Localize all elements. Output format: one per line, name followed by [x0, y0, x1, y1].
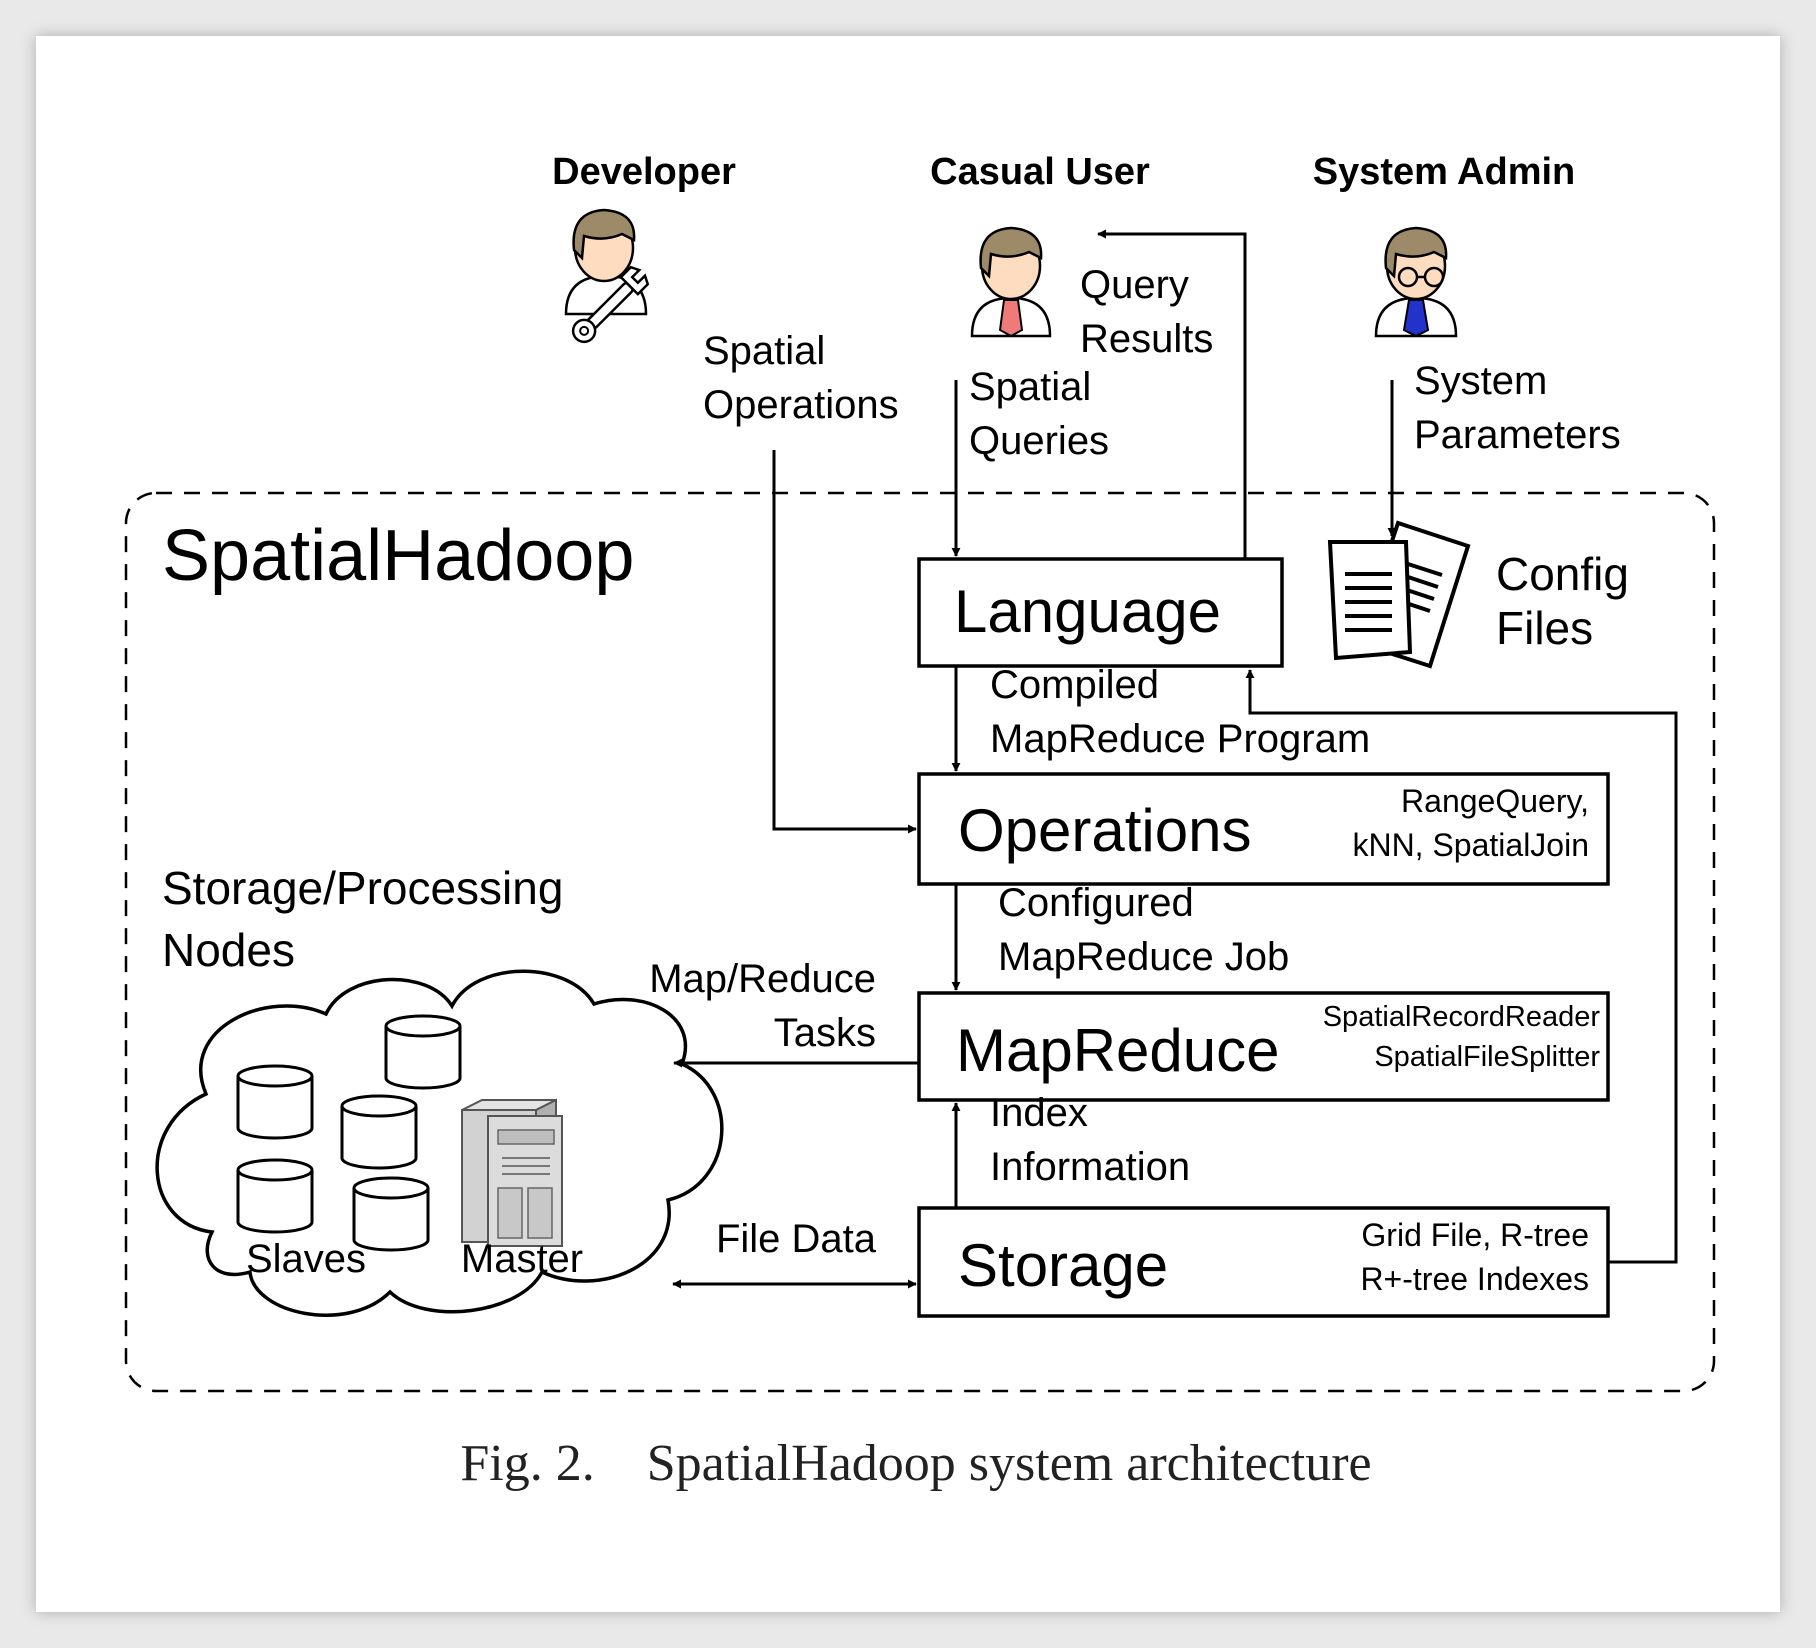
compiled-program-label-2: MapReduce Program — [990, 717, 1370, 761]
system-admin-label: System Admin — [1313, 151, 1576, 193]
casual-user-label: Casual User — [930, 151, 1150, 193]
spatial-operations-label-1: Spatial — [703, 329, 825, 373]
architecture-diagram: Developer Casual User System Admin — [124, 151, 1716, 1492]
query-results-label-2: Results — [1080, 317, 1213, 361]
map-reduce-tasks-label-2: Tasks — [774, 1011, 876, 1055]
disk-icon — [236, 1064, 314, 1140]
spatialhadoop-boundary — [124, 491, 1716, 1393]
operations-detail-1: RangeQuery, — [1401, 783, 1589, 819]
config-files-label-1: Config — [1496, 548, 1629, 600]
slave-node-disks — [236, 1014, 462, 1252]
wrench-icon — [571, 265, 650, 344]
configured-job-label-1: Configured — [998, 881, 1194, 925]
spatial-queries-label-2: Queries — [969, 419, 1109, 463]
developer-label: Developer — [552, 151, 736, 193]
query-results-arrow — [1097, 229, 1247, 559]
config-files-label-2: Files — [1496, 602, 1593, 654]
operations-label: Operations — [958, 797, 1252, 864]
developer-icon — [564, 208, 650, 344]
storage-feedback-arrow — [1245, 669, 1678, 1264]
glasses-icon — [1397, 266, 1445, 288]
configured-job-label-2: MapReduce Job — [998, 935, 1289, 979]
system-title: SpatialHadoop — [162, 516, 634, 596]
storage-detail-1: Grid File, R-tree — [1361, 1217, 1589, 1253]
operations-detail-2: kNN, SpatialJoin — [1352, 827, 1589, 863]
storage-detail-2: R+-tree Indexes — [1360, 1261, 1589, 1297]
system-parameters-label-2: Parameters — [1414, 413, 1621, 457]
cluster-title-1: Storage/Processing — [162, 862, 563, 914]
query-results-label-1: Query — [1080, 263, 1189, 307]
mapreduce-box: MapReduce SpatialRecordReader SpatialFil… — [917, 991, 1610, 1102]
slaves-label: Slaves — [246, 1237, 366, 1281]
language-box: Language — [917, 557, 1284, 668]
compiled-program-label-1: Compiled — [990, 663, 1159, 707]
figure-page: Developer Casual User System Admin — [36, 36, 1780, 1612]
spatial-operations-arrow — [772, 450, 917, 834]
cluster-title-2: Nodes — [162, 924, 295, 976]
mapreduce-detail-2: SpatialFileSplitter — [1374, 1041, 1600, 1073]
disk-icon — [352, 1176, 430, 1252]
system-parameters-label-1: System — [1414, 359, 1547, 403]
disk-icon — [340, 1094, 418, 1170]
config-files-icon — [1327, 520, 1471, 669]
file-data-label: File Data — [716, 1217, 877, 1261]
figure-caption: Fig. 2. SpatialHadoop system architectur… — [460, 1435, 1371, 1492]
spatial-queries-label-1: Spatial — [969, 365, 1091, 409]
master-label: Master — [461, 1237, 583, 1281]
operations-box: Operations RangeQuery, kNN, SpatialJoin — [917, 772, 1610, 886]
master-server-icon — [461, 1098, 563, 1247]
index-information-label-1: Index — [990, 1091, 1088, 1135]
mapreduce-detail-1: SpatialRecordReader — [1323, 1001, 1601, 1033]
system-admin-icon — [1374, 226, 1458, 338]
disk-icon — [384, 1014, 462, 1090]
spatial-operations-label-2: Operations — [703, 383, 899, 427]
index-information-label-2: Information — [990, 1145, 1190, 1189]
language-label: Language — [954, 578, 1221, 645]
storage-box: Storage Grid File, R-tree R+-tree Indexe… — [917, 1206, 1610, 1318]
casual-user-icon — [970, 226, 1052, 338]
disk-icon — [236, 1158, 314, 1234]
mapreduce-label: MapReduce — [956, 1017, 1280, 1084]
map-reduce-tasks-label-1: Map/Reduce — [649, 957, 876, 1001]
storage-label: Storage — [958, 1232, 1168, 1299]
